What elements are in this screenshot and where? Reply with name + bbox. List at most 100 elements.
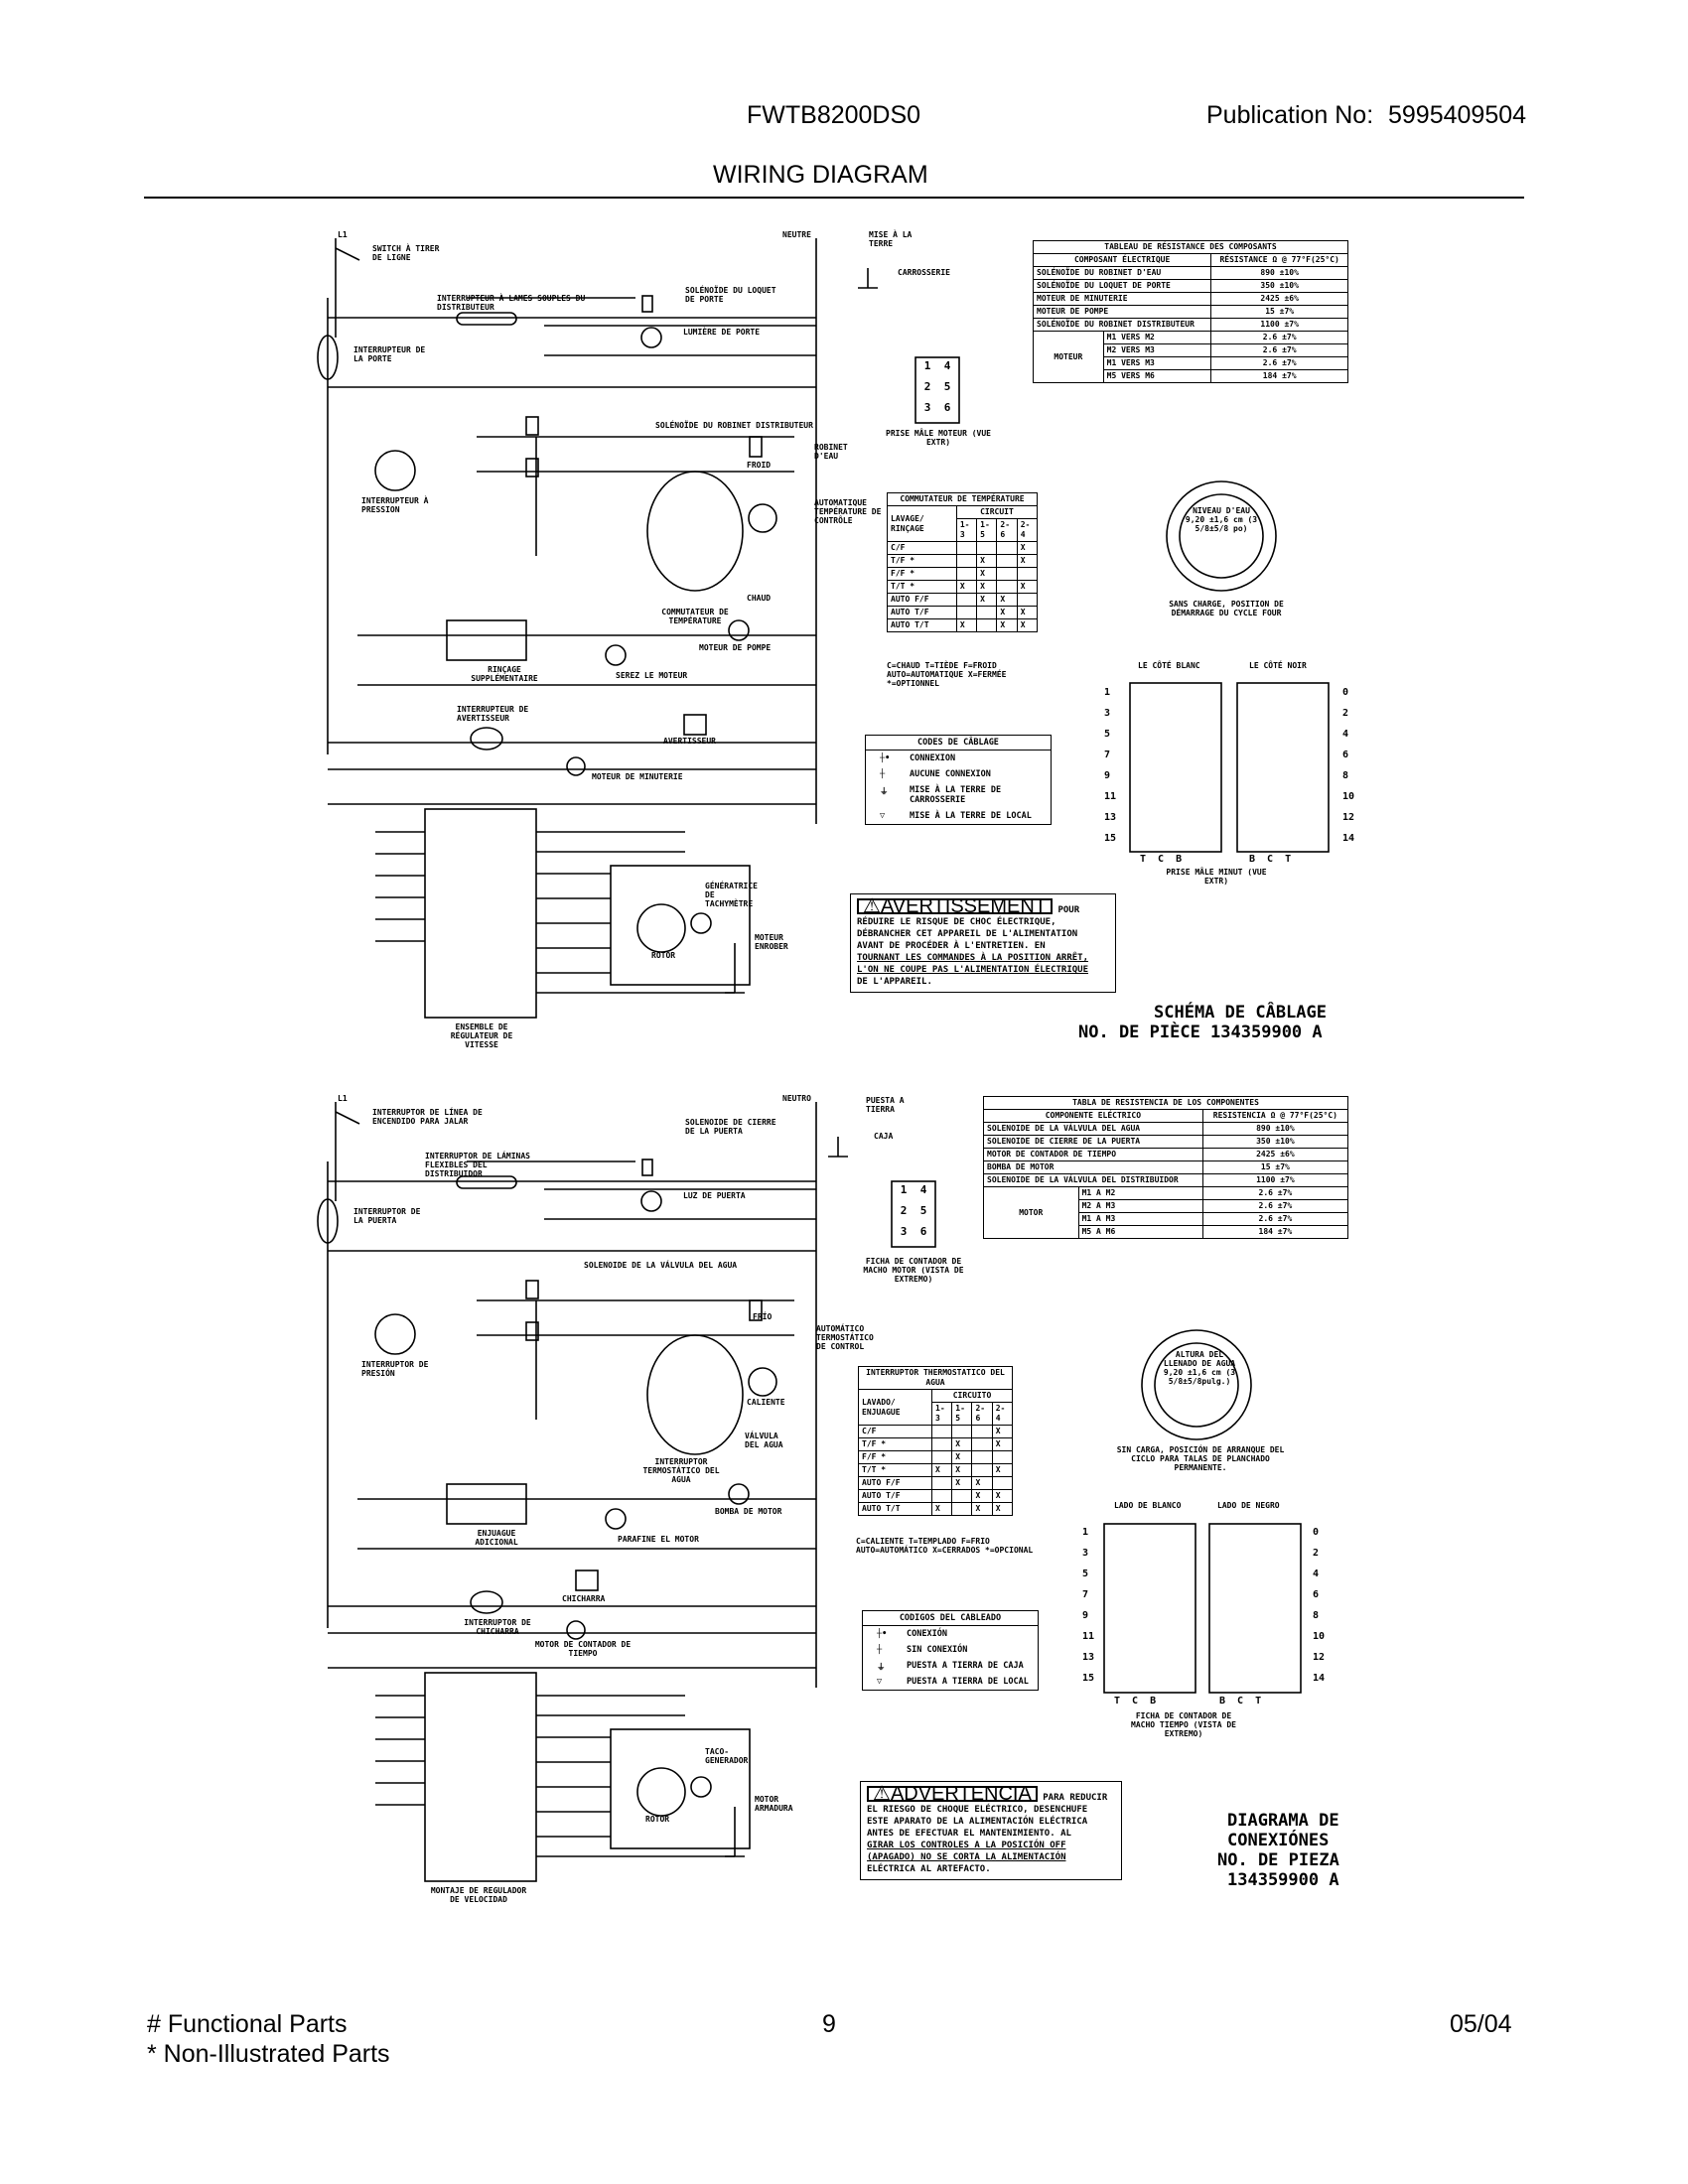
table-cell	[951, 1502, 973, 1516]
warning-tail: POUR	[1057, 905, 1080, 915]
connection-icon: ┼•	[880, 753, 891, 763]
table-cell: 1100 ±7%	[1201, 1173, 1349, 1187]
pin-number: 8	[1313, 1610, 1320, 1621]
warning-tail: PARA REDUCIR	[1043, 1793, 1108, 1803]
connection-icon: ┼•	[877, 1629, 888, 1639]
es-water-level-label: ALTURA DEL LLENADO DE AGUA 9,20 ±1,6 cm …	[1163, 1350, 1236, 1386]
pin-number: 2	[1313, 1548, 1320, 1559]
fr-door-lock-label: SOLÉNOÏDE DU LOQUET DE PORTE	[685, 286, 776, 304]
pin-number: 5	[1104, 729, 1111, 740]
warning-line: ANTES DE EFECTUAR EL MANTENIMIENTO. AL	[867, 1829, 1071, 1839]
page-number: 9	[822, 2010, 836, 2038]
fr-motor-plug-label: PRISE MÂLE MOTEUR (VUE EXTR)	[886, 429, 991, 447]
es-timer-bottom-right: B C T	[1219, 1696, 1262, 1706]
code-item: ▽PUESTA A TIERRA DE LOCAL	[863, 1674, 1038, 1690]
es-pump-motor-label: BOMBA DE MOTOR	[715, 1507, 782, 1516]
code-item: ┼SIN CONEXIÓN	[863, 1642, 1038, 1658]
table-cell	[931, 1425, 953, 1438]
pin-number: 6	[1342, 750, 1349, 760]
es-timer-left-numbers: 1 3 5 7 9 11 13 15	[1082, 1527, 1094, 1684]
table-cell: 2.6 ±7%	[1201, 1212, 1349, 1226]
chassis-ground-icon: ⏚	[877, 1663, 886, 1673]
fr-pressure-switch-label: INTERRUPTEUR À PRESSION	[361, 496, 429, 514]
table-cell: SOLENOIDE DE LA VÁLVULA DEL AGUA	[983, 1122, 1203, 1136]
motor-pin: 4	[943, 359, 951, 372]
pin-number: 9	[1104, 770, 1111, 781]
fr-buzzer-switch-label: INTERRUPTEUR DE AVERTISSEUR	[457, 705, 529, 723]
pin-number: 1	[1104, 687, 1111, 698]
code-item: ▽MISE À LA TERRE DE LOCAL	[866, 808, 1051, 824]
warning-line: DE L'APPAREIL.	[857, 977, 932, 987]
warning-line: ELÉCTRICA AL ARTEFACTO.	[867, 1864, 991, 1874]
es-door-lock-label: SOLENOIDE DE CIERRE DE LA PUERTA	[685, 1118, 776, 1136]
motor-pin: 4	[919, 1183, 927, 1196]
es-buzzer-switch-label: INTERRUPTOR DE CHICHARRA	[464, 1618, 531, 1636]
pin-number: 13	[1104, 812, 1117, 823]
es-switch-timer-label: INTERRUPTOR DE LÍNEA DE ENCENDIDO PARA J…	[372, 1108, 483, 1126]
pin-number: 8	[1342, 770, 1349, 781]
table-cell	[951, 1489, 973, 1503]
table-header: RESISTENCIA Ω @ 77°F(25°C)	[1201, 1109, 1349, 1123]
fr-rotor-label: ROTOR	[651, 951, 676, 960]
motor-pin: 2	[900, 1204, 908, 1217]
table-header: 1-5	[951, 1402, 973, 1426]
fr-tach-label: GÉNÉRATRICE DE TACHYMÈTRE	[705, 882, 758, 908]
earth-ground-icon: ▽	[880, 811, 886, 821]
code-label: CONEXIÓN	[907, 1629, 947, 1639]
code-label: PUESTA A TIERRA DE LOCAL	[907, 1677, 1029, 1687]
fr-no-load-label: SANS CHARGE, POSITION DE DÉMARRAGE DU CY…	[1169, 600, 1284, 617]
table-cell: AUTO T/F	[857, 1489, 933, 1503]
pin-number: 12	[1342, 812, 1355, 823]
es-temp-table: INTERRUPTOR THERMOSTATICO DEL AGUA LAVAD…	[857, 1366, 1014, 1516]
model-number: FWTB8200DS0	[747, 101, 921, 129]
es-white-side-label: LADO DE BLANCO	[1114, 1501, 1182, 1510]
es-timer-motor-label: MOTOR DE CONTADOR DE TIEMPO	[534, 1640, 632, 1658]
motor-pin: 5	[919, 1204, 927, 1217]
publication-label: Publication No:	[1206, 101, 1374, 129]
table-cell: AUTO F/F	[857, 1476, 933, 1490]
fr-dispenser-valve-label: SOLÉNOÏDE DU ROBINET DISTRIBUTEUR	[655, 421, 813, 430]
table-row: F/F *X	[857, 1450, 1014, 1464]
motor-pin: 6	[943, 401, 951, 414]
table-cell: 890 ±10%	[1201, 1122, 1349, 1136]
table-cell: 184 ±7%	[1210, 369, 1348, 383]
table-cell	[931, 1476, 953, 1490]
table-cell: X	[951, 1437, 973, 1451]
warning-line: TOURNANT LES COMMANDES À LA POSITION ARR…	[857, 953, 1088, 963]
table-cell: C/F	[857, 1425, 933, 1438]
es-motor-plug-pins: 1 4 2 5 3 6	[894, 1183, 933, 1238]
pin-number: 7	[1082, 1589, 1089, 1600]
es-neutro-label: NEUTRO	[782, 1094, 811, 1103]
table-cell: X	[971, 1476, 993, 1490]
fr-timer-bottom-right: B C T	[1249, 854, 1292, 865]
table-cell	[991, 1476, 1014, 1490]
pin-number: 0	[1313, 1527, 1320, 1538]
pin-number: 4	[1342, 729, 1349, 740]
code-item: ┼• CONEXIÓN	[863, 1626, 1038, 1642]
table-header: LAVADO/ ENJUAGUE	[857, 1389, 933, 1426]
es-motor-plug-label: FICHA DE CONTADOR DE MACHO MOTOR (VISTA …	[863, 1257, 964, 1284]
es-caja-label: CAJA	[874, 1132, 894, 1141]
pin-number: 3	[1082, 1548, 1089, 1559]
es-temp-switch-label: INTERRUPTOR TERMOSTÁTICO DEL AGUA	[642, 1457, 720, 1484]
pin-number: 10	[1313, 1631, 1326, 1642]
pin-number: 13	[1082, 1652, 1095, 1663]
fr-timer-motor-label: MOTEUR DE MINUTERIE	[592, 772, 683, 781]
table-cell: MOTOR DE CONTADOR DE TIEMPO	[983, 1148, 1203, 1161]
es-warning-box: ⚠ADVERTENCIA PARA REDUCIR EL RIESGO DE C…	[860, 1781, 1122, 1880]
es-pressure-switch-label: INTERRUPTOR DE PRESIÓN	[361, 1360, 429, 1378]
table-cell	[971, 1450, 993, 1464]
es-frio-label: FRÍO	[753, 1312, 773, 1321]
table-cell: M1 A M2	[1077, 1186, 1203, 1200]
